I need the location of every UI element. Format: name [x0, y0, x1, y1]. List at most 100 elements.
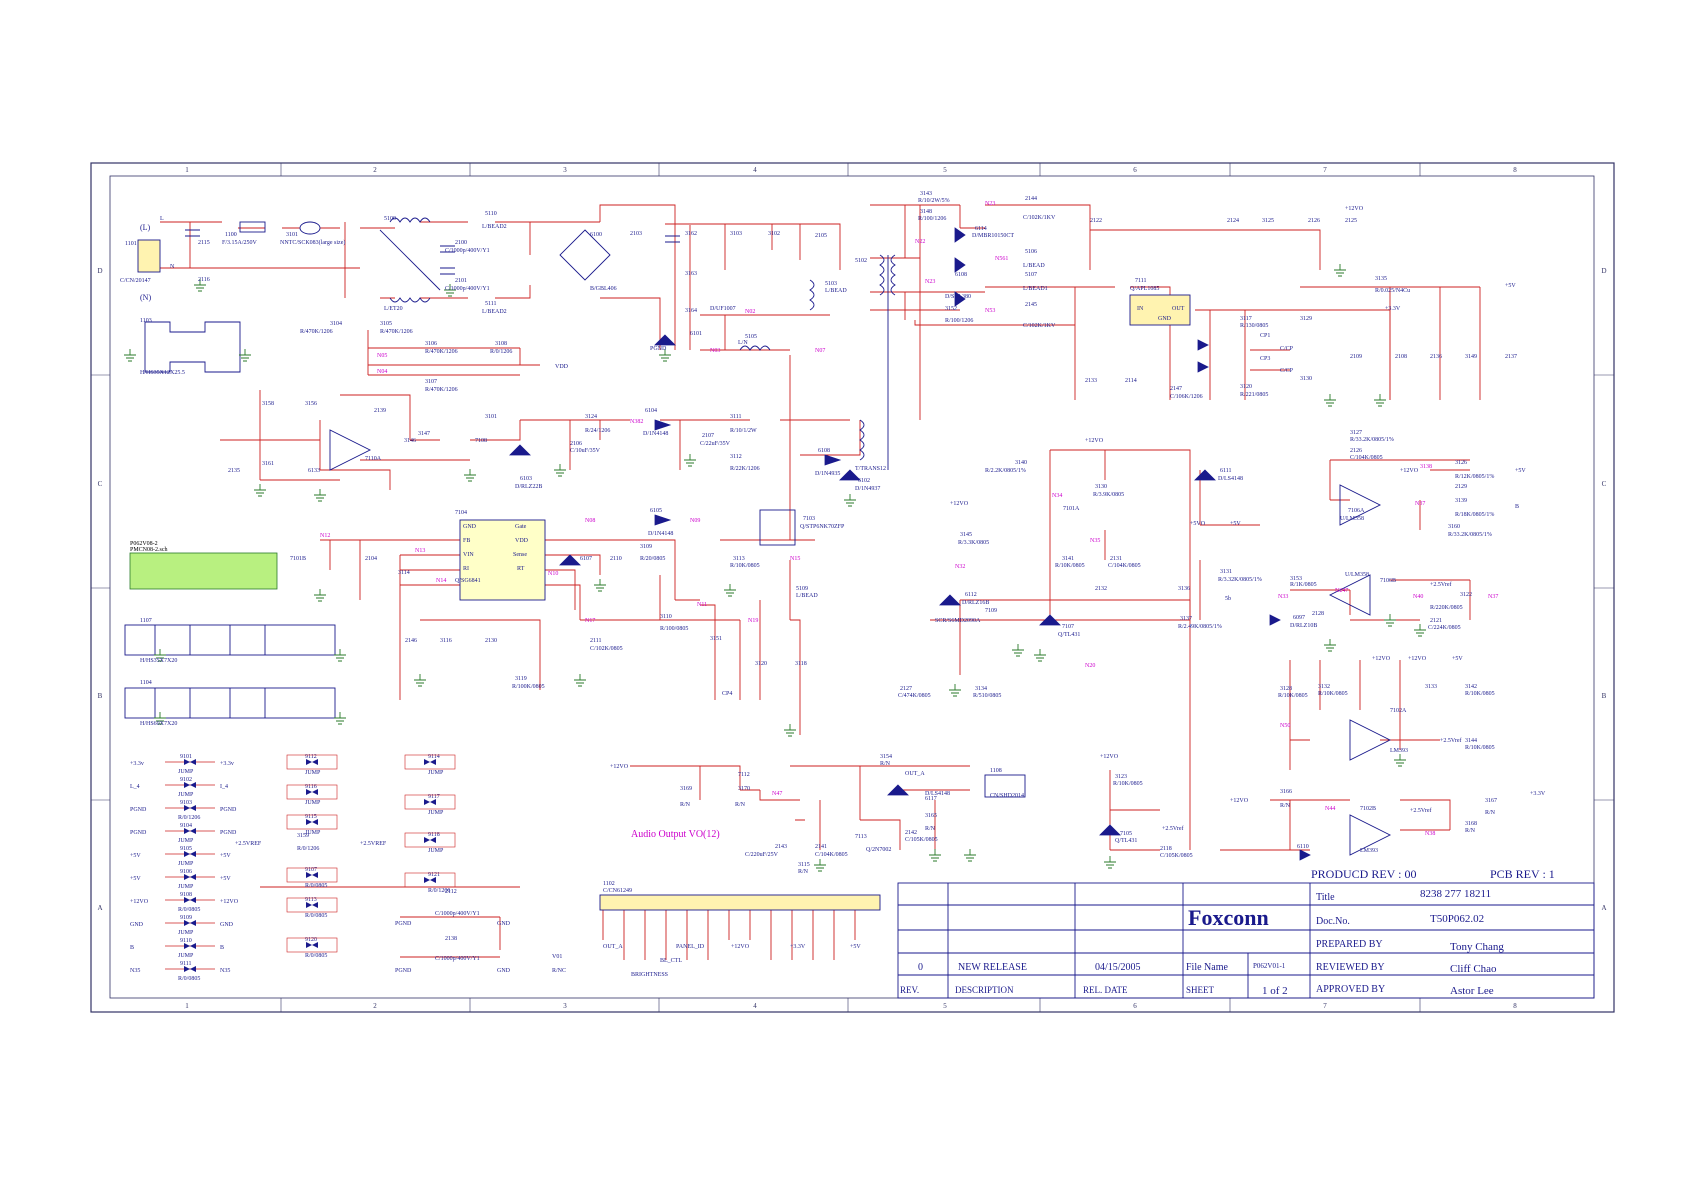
label-5103: 5103: [825, 281, 837, 287]
docno-label: Doc.No.: [1316, 916, 1350, 927]
label-2141: 2141: [815, 844, 827, 850]
rev-desc: NEW RELEASE: [958, 962, 1027, 973]
label-6114: 6114: [975, 226, 987, 232]
label-ic-fb: FB: [463, 538, 470, 544]
jumper-left-net: +5V: [130, 876, 141, 882]
label-2122: 2122: [1090, 218, 1102, 224]
label-3123-val: R/10K/0805: [1113, 781, 1143, 787]
inner-frame: [109, 175, 1595, 999]
label-2127: 2127: [900, 686, 912, 692]
jumper-diode: [184, 805, 190, 811]
label-5107-val: L/BEAD1: [1023, 286, 1048, 292]
label-12v-d: +12VO: [1230, 798, 1249, 804]
ground-symbol: [154, 712, 166, 725]
label-5102-val: T/TRANS12: [855, 466, 886, 472]
label-6103: 6103: [520, 476, 532, 482]
jumper-box: [286, 897, 338, 913]
label-n12: N12: [320, 533, 330, 539]
label-ic-vdd: VDD: [515, 538, 529, 544]
label-5110: 5110: [485, 211, 497, 217]
label-2108: 2108: [1395, 354, 1407, 360]
label-3106-val: R/470K/1206: [425, 349, 458, 355]
jumper-right-net: I_4: [220, 784, 228, 790]
label-7106b-val: U/LM358: [1345, 572, 1369, 578]
ground-symbol: [1414, 624, 1426, 637]
label-3130: 3130: [1300, 376, 1312, 382]
label-2121: 2121: [1430, 618, 1442, 624]
jumper-diode: [424, 799, 430, 805]
jumper-diode: [312, 819, 318, 825]
label-7101a: 7101A: [1063, 506, 1080, 512]
label-n10: N10: [548, 571, 558, 577]
label-5100: 5100: [384, 216, 396, 222]
label-25vref2-l: +2.5VREF: [235, 841, 262, 847]
label-2112: 2112: [445, 889, 457, 895]
label-n20: N20: [1085, 663, 1095, 669]
label-7111: 7111: [1135, 278, 1147, 284]
label-3107: 3107: [425, 379, 437, 385]
label-1101-type: C/CN/20147: [120, 278, 151, 284]
rev-value: 0: [918, 962, 923, 973]
label-2100-val: C/1000p/400V/Y1: [445, 248, 490, 254]
label-2130: 2130: [485, 638, 497, 644]
label-n50: N50: [1280, 723, 1290, 729]
label-3164: 3164: [685, 308, 697, 314]
label-n14: N14: [436, 578, 446, 584]
label-ic-in: IN: [1137, 306, 1144, 312]
label-3124: 3124: [585, 414, 597, 420]
label-n15: N15: [790, 556, 800, 562]
jumper-value: JUMP: [178, 953, 194, 959]
label-3131: 3131: [1220, 569, 1232, 575]
label-1102: 1102: [603, 881, 615, 887]
label-7104: 7104: [455, 510, 467, 516]
jumper-diode: [306, 942, 312, 948]
label-n: N: [170, 264, 175, 270]
label-6103-val: D/RLZ22B: [515, 484, 542, 490]
jumper-left-net: PGND: [130, 807, 147, 813]
label-3158: 3158: [262, 401, 274, 407]
jumper-value: JUMP: [178, 792, 194, 798]
label-3153-val: R/1K/0805: [1290, 582, 1317, 588]
label-3138: 3138: [1420, 464, 1432, 470]
label-2103: 2103: [630, 231, 642, 237]
label-7106a-val: U/LM358: [1340, 516, 1364, 522]
rev-label: REV.: [900, 985, 919, 995]
grid-col-label: 6: [1133, 1002, 1137, 1010]
desc-label: DESCRIPTION: [955, 985, 1014, 995]
label-n37b: N37: [1488, 594, 1498, 600]
label-5b: 5b: [1225, 596, 1231, 602]
components: [124, 217, 1392, 911]
title-value: 8238 277 18211: [1420, 888, 1491, 900]
jumper-value: JUMP: [178, 769, 194, 775]
ground-symbol: [124, 349, 136, 362]
label-n38: N38: [1425, 831, 1435, 837]
ground-symbol: [814, 859, 826, 872]
ground-symbol: [1324, 639, 1336, 652]
label-pin-33v: +3.3V: [790, 944, 806, 950]
label-5106: 5106: [1025, 249, 1037, 255]
label-2132: 2132: [1095, 586, 1107, 592]
label-3161: 3161: [262, 461, 274, 467]
label-n03: N03: [710, 348, 720, 354]
rev-date: 04/15/2005: [1095, 962, 1141, 973]
label-input-l: (L): [140, 223, 151, 232]
labels: (L) (N) L N 1101 C/CN/20147 1103 H/HS35X…: [120, 191, 1546, 978]
label-2141-val: C/104K/0805: [815, 852, 848, 858]
prepared-value: Tony Chang: [1450, 941, 1504, 953]
label-out-a: OUT_A: [603, 944, 623, 950]
jumper-ref: 9120: [305, 937, 317, 943]
jumper-ref: 9112: [305, 754, 317, 760]
label-3106: 3106: [425, 341, 437, 347]
label-3103: 3103: [730, 231, 742, 237]
grid-col-label: 1: [185, 166, 189, 174]
label-gnd-b: GND: [497, 968, 511, 974]
label-6102-val: D/1N4937: [855, 486, 880, 492]
label-5v-mid: +5V: [1230, 521, 1241, 527]
jumper-ref: 9111: [180, 961, 192, 967]
label-3168: 3168: [1465, 821, 1477, 827]
label-ic-gnd: GND: [463, 524, 477, 530]
